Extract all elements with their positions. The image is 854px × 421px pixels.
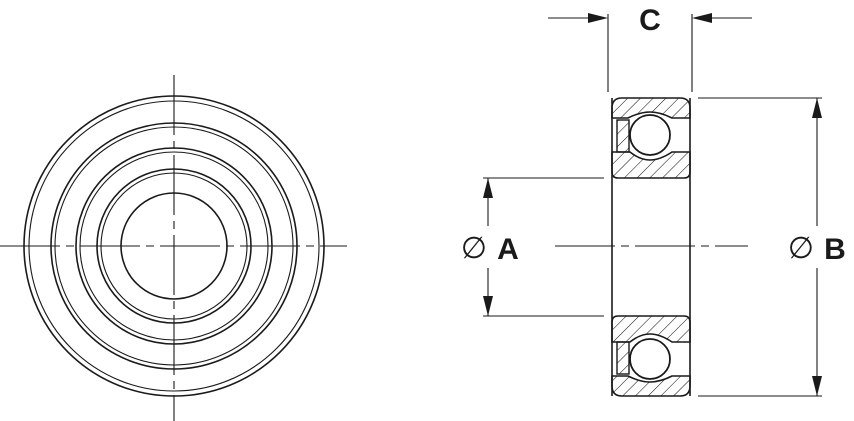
bore — [120, 192, 228, 300]
dimension-c: C — [548, 4, 752, 92]
b-diameter-symbol: ∅ — [788, 231, 814, 266]
top-shield — [616, 119, 630, 153]
bottom-ball — [629, 338, 671, 380]
b-arrow-top — [812, 98, 822, 118]
a-arrow-bottom — [483, 296, 493, 316]
inner-ring-outer — [96, 168, 252, 324]
dimension-a: ∅ A — [461, 177, 604, 317]
top-inner-ring-section — [611, 151, 691, 179]
outer-ring-chamfer — [28, 100, 320, 392]
section-view — [555, 97, 748, 397]
bottom-inner-ring-section — [611, 315, 691, 343]
dimension-c-label: C — [639, 4, 661, 37]
top-ball — [629, 114, 671, 156]
shield-inner — [79, 151, 269, 341]
a-diameter-symbol: ∅ — [461, 231, 487, 266]
shield-outer — [75, 147, 273, 345]
outer-ring-inner-chamfer — [54, 126, 294, 366]
outer-ring-edge — [23, 95, 325, 397]
inner-ring-chamfer — [100, 172, 248, 320]
dimension-b: ∅ B — [698, 97, 846, 397]
outer-ring-inner — [50, 122, 298, 370]
top-outer-ring-section — [611, 97, 691, 119]
b-arrow-bottom — [812, 376, 822, 396]
c-arrow-right — [692, 13, 712, 23]
front-view — [0, 75, 347, 421]
dimension-b-label: B — [824, 233, 846, 266]
dimension-a-label: A — [497, 233, 519, 266]
a-arrow-top — [483, 178, 493, 198]
bottom-shield — [616, 341, 630, 375]
c-arrow-left — [588, 13, 608, 23]
